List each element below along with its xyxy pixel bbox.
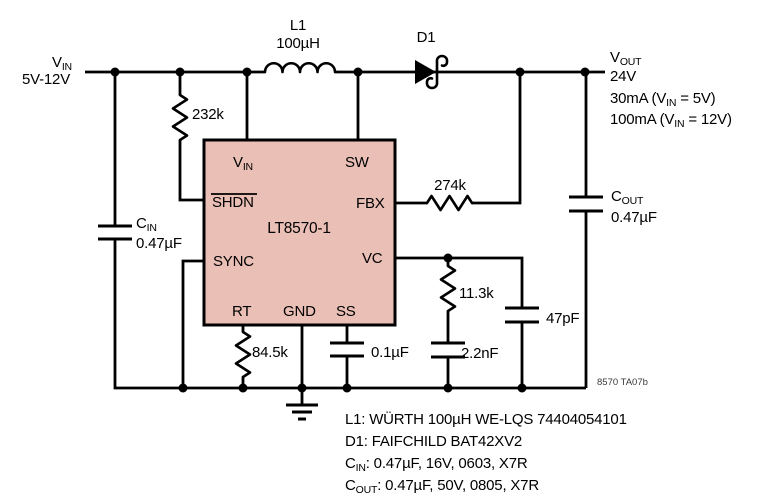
- d1-ref-label: D1: [417, 29, 436, 46]
- capacitor-vc-2p2nf: [431, 341, 465, 359]
- pin-label-gnd: GND: [283, 303, 316, 320]
- cin-value-label: 0.47µF: [136, 235, 182, 252]
- cout-label: COUT: [611, 188, 644, 207]
- l1-ref-label: L1: [290, 17, 306, 34]
- capacitor-47pf-label: 47pF: [546, 310, 579, 327]
- resistor-232k-label: 232k: [192, 106, 224, 123]
- cin-label: CIN: [136, 215, 157, 234]
- ic-part-number: LT8570-1: [267, 220, 331, 237]
- capacitor-47pf: [505, 306, 539, 324]
- resistor-232k: [171, 93, 189, 142]
- junction-dot: [517, 383, 527, 393]
- junction-dot: [297, 383, 307, 393]
- junction-dot: [238, 383, 248, 393]
- vout-label: VOUT: [610, 49, 642, 68]
- resistor-84p5k-label: 84.5k: [252, 344, 288, 361]
- junction-dot: [443, 253, 453, 263]
- note-cout: COUT: 0.47µF, 50V, 0805, X7R: [345, 477, 539, 496]
- pin-label-shdn: SHDN: [212, 194, 254, 211]
- vout-voltage-label: 24V: [610, 68, 636, 85]
- resistor-274k-label: 274k: [434, 177, 466, 194]
- resistor-11p3k: [439, 264, 457, 313]
- vout-spec1-label: 30mA (VIN = 5V): [610, 90, 716, 109]
- diode-d1-anode-triangle: [415, 60, 436, 84]
- capacitor-cin: [98, 224, 132, 241]
- junction-dot: [242, 67, 252, 77]
- junction-dot: [580, 67, 590, 77]
- junction-dot: [178, 383, 188, 393]
- junction-dot: [443, 383, 453, 393]
- capacitor-2p2nf-label: 2.2nF: [461, 345, 498, 362]
- inductor-l1: [263, 61, 337, 74]
- ground-symbol: [286, 403, 318, 421]
- pin-label-fbx: FBX: [356, 195, 385, 212]
- junction-dot: [353, 67, 363, 77]
- vin-label: VIN: [52, 54, 72, 73]
- junction-dot: [515, 67, 525, 77]
- capacitor-0p1uf-label: 0.1µF: [371, 344, 409, 361]
- resistor-274k: [425, 194, 474, 212]
- pin-label-sync: SYNC: [213, 253, 254, 270]
- pin-label-vin: VIN: [233, 154, 253, 173]
- resistor-11p3k-label: 11.3k: [459, 285, 494, 302]
- pin-label-rt: RT: [232, 303, 251, 320]
- note-l1: L1: WÜRTH 100µH WE-LQS 74404054101: [345, 410, 627, 428]
- cout-value-label: 0.47µF: [611, 209, 657, 226]
- pin-label-vc: VC: [362, 250, 383, 267]
- vin-range-label: 5V-12V: [22, 71, 70, 88]
- capacitor-cout: [569, 195, 603, 213]
- ic-body-lt8570-1: [202, 138, 397, 327]
- junction-dot: [110, 67, 120, 77]
- capacitor-ss-0p1uf: [330, 341, 364, 358]
- junction-dot: [342, 383, 352, 393]
- l1-value-label: 100µH: [276, 35, 320, 52]
- junction-dot: [175, 67, 185, 77]
- diode-d1-cathode-curve: [425, 54, 449, 90]
- vout-spec2-label: 100mA (VIN = 12V): [610, 111, 732, 130]
- pin-label-sw: SW: [345, 154, 370, 171]
- pin-label-ss: SS: [336, 303, 356, 320]
- doc-id-label: 8570 TA07b: [597, 377, 648, 388]
- circuit-wires: [85, 70, 605, 405]
- note-cin: CIN: 0.47µF, 16V, 0603, X7R: [345, 455, 528, 474]
- notes-block: L1: WÜRTH 100µH WE-LQS 74404054101 D1: F…: [345, 410, 627, 496]
- resistor-84p5k: [234, 330, 252, 379]
- note-d1: D1: FAIFCHILD BAT42XV2: [345, 433, 522, 450]
- junction-dots: [110, 67, 590, 393]
